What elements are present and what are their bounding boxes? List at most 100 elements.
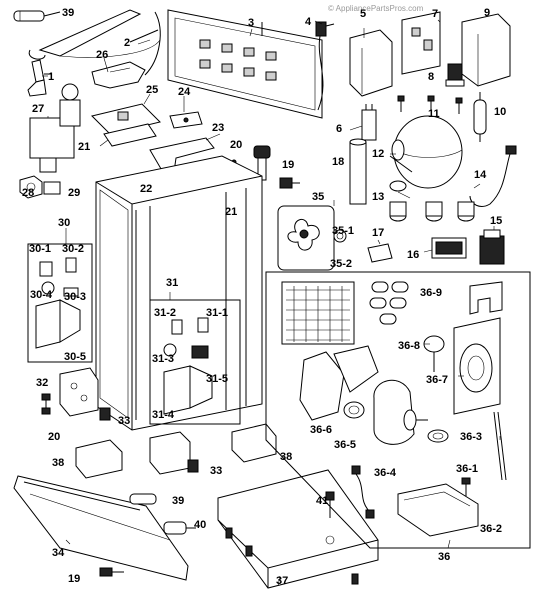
label-3: 3 [248, 17, 254, 29]
watermark: © AppliancePartsPros.com [328, 4, 424, 13]
part-29-fitting [43, 181, 61, 195]
label-31-4: 31-4 [152, 409, 175, 421]
part-5-cover [349, 29, 393, 97]
label-38-right: 38 [280, 451, 292, 463]
label-34: 34 [52, 547, 65, 559]
label-33-mid: 33 [210, 465, 222, 477]
label-35-1: 35-1 [332, 225, 354, 237]
part-24-gasket [169, 111, 203, 129]
label-39: 39 [62, 7, 74, 19]
label-41: 41 [316, 495, 328, 507]
label-21-top: 21 [78, 141, 90, 153]
label-18: 18 [332, 156, 344, 168]
part-34-tray [13, 475, 189, 581]
part-33-foot-left [99, 407, 111, 421]
label-37: 37 [276, 575, 288, 587]
label-31-1: 31-1 [206, 307, 228, 319]
part-10-drier [473, 92, 487, 142]
grommet-ring [427, 429, 449, 443]
part-25-bracket [91, 103, 161, 135]
part-3-panel [167, 9, 323, 119]
label-30-5: 30-5 [64, 351, 86, 363]
label-11: 11 [428, 108, 440, 120]
label-7: 7 [432, 8, 438, 20]
part-36-7-shroud [453, 317, 501, 415]
label-35-2: 35-2 [330, 258, 352, 270]
label-36-7: 36-7 [426, 374, 448, 386]
label-36-6: 36-6 [310, 424, 332, 436]
label-13: 13 [372, 191, 384, 203]
part-12-compressor [389, 115, 463, 189]
label-32: 32 [36, 377, 48, 389]
label-30-2: 30-2 [62, 243, 84, 255]
part-1-hose [27, 59, 52, 97]
label-6: 6 [336, 123, 342, 135]
label-12: 12 [372, 148, 384, 160]
part-30-group [27, 243, 93, 363]
callout-labels: 39 1 2 3 4 5 7 9 8 26 27 25 24 21 23 20 … [22, 7, 506, 587]
part-36-1-screw [461, 477, 471, 496]
label-30-1: 30-1 [29, 243, 51, 255]
part-16-relay [431, 237, 467, 259]
part-13-grommets [389, 180, 475, 222]
label-19-top: 19 [282, 159, 294, 171]
fan-motor-housing [299, 345, 379, 421]
label-30-4: 30-4 [30, 289, 53, 301]
label-1: 1 [48, 71, 54, 83]
part-20-screw-left [41, 393, 51, 415]
part-9-cover [461, 13, 511, 87]
part-32-hinge [59, 367, 99, 417]
label-27: 27 [32, 103, 44, 115]
label-10: 10 [494, 106, 506, 118]
part-8-capacitor [445, 63, 465, 87]
part-18-tube [349, 138, 367, 205]
label-36-4: 36-4 [374, 467, 397, 479]
part-2-harness [28, 9, 161, 76]
part-21-plate-top [103, 123, 157, 147]
part-15-overload [479, 229, 505, 265]
part-36-3-cable-tie [493, 411, 507, 481]
label-39-bottom: 39 [172, 495, 184, 507]
label-20-left: 20 [48, 431, 60, 443]
part-36-2-bracket [397, 483, 479, 537]
label-38-left: 38 [52, 457, 64, 469]
leader-lines [42, 19, 501, 587]
part-38-hinge-left [75, 439, 123, 479]
label-36-2: 36-2 [480, 523, 502, 535]
label-30-3: 30-3 [64, 291, 86, 303]
part-39-clip [13, 10, 61, 22]
label-23: 23 [212, 122, 224, 134]
label-40: 40 [194, 519, 206, 531]
part-36-6-ring [343, 401, 365, 419]
label-35: 35 [312, 191, 324, 203]
part-17-bracket [367, 243, 393, 263]
label-28: 28 [22, 187, 34, 199]
label-22: 22 [140, 183, 152, 195]
part-26-cover [91, 61, 146, 89]
label-26: 26 [96, 49, 108, 61]
label-8: 8 [428, 71, 434, 83]
label-9: 9 [484, 7, 490, 19]
label-20-top: 20 [230, 139, 242, 151]
part-36-5-motor [373, 379, 428, 445]
label-36-3: 36-3 [460, 431, 482, 443]
part-28-nut [19, 175, 43, 199]
part-27-valve [29, 83, 81, 173]
label-2: 2 [124, 37, 130, 49]
part-35-fan [277, 205, 347, 271]
label-33-left: 33 [118, 415, 130, 427]
label-36-5: 36-5 [334, 439, 356, 451]
label-36: 36 [438, 551, 450, 563]
part-36-8-screw [423, 335, 445, 372]
label-31: 31 [166, 277, 178, 289]
label-31-2: 31-2 [154, 307, 176, 319]
label-31-3: 31-3 [152, 353, 174, 365]
label-25: 25 [146, 84, 158, 96]
label-24: 24 [178, 86, 191, 98]
part-11-screws [397, 95, 463, 114]
label-36-9: 36-9 [420, 287, 442, 299]
label-15: 15 [490, 215, 502, 227]
label-16: 16 [407, 249, 419, 261]
